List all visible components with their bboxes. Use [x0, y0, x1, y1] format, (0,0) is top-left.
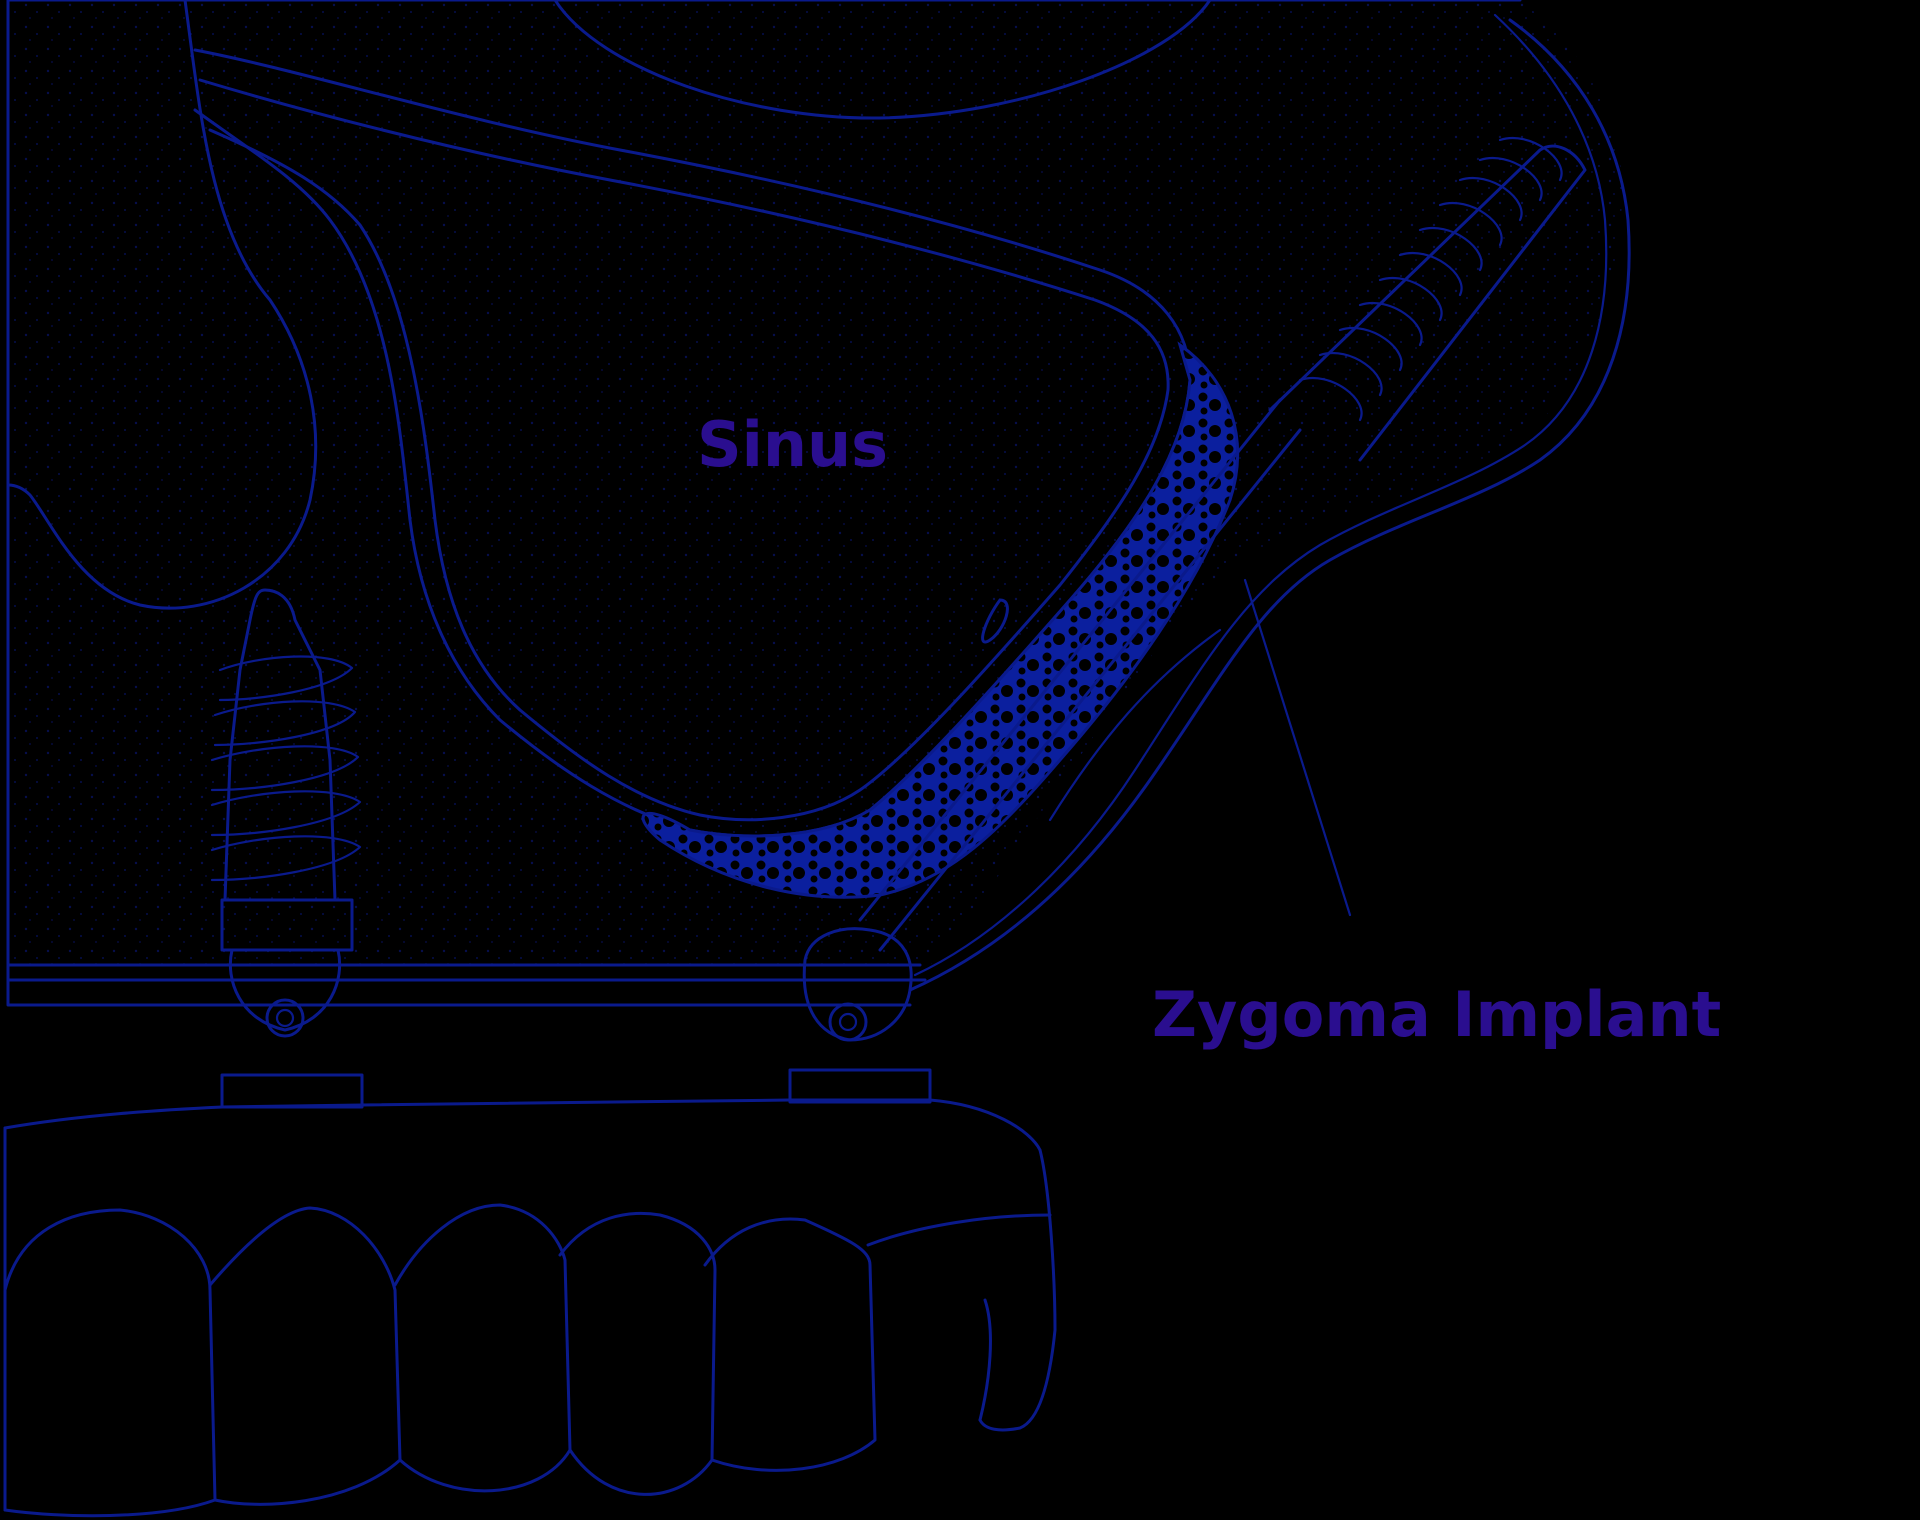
- zygoma-implant-icon: [802, 13, 1631, 1042]
- sinus-walls: [193, 48, 1240, 899]
- orbit-outline: [553, 0, 1212, 120]
- zygoma-leader-line: [1243, 578, 1352, 917]
- sinus-label: Sinus: [697, 408, 889, 481]
- denture-icon: [3, 1068, 1057, 1518]
- maxilla-bone: [6, 0, 1622, 1007]
- conventional-implant-icon: [210, 588, 362, 1038]
- zygoma-implant-label: Zygoma Implant: [1152, 978, 1722, 1051]
